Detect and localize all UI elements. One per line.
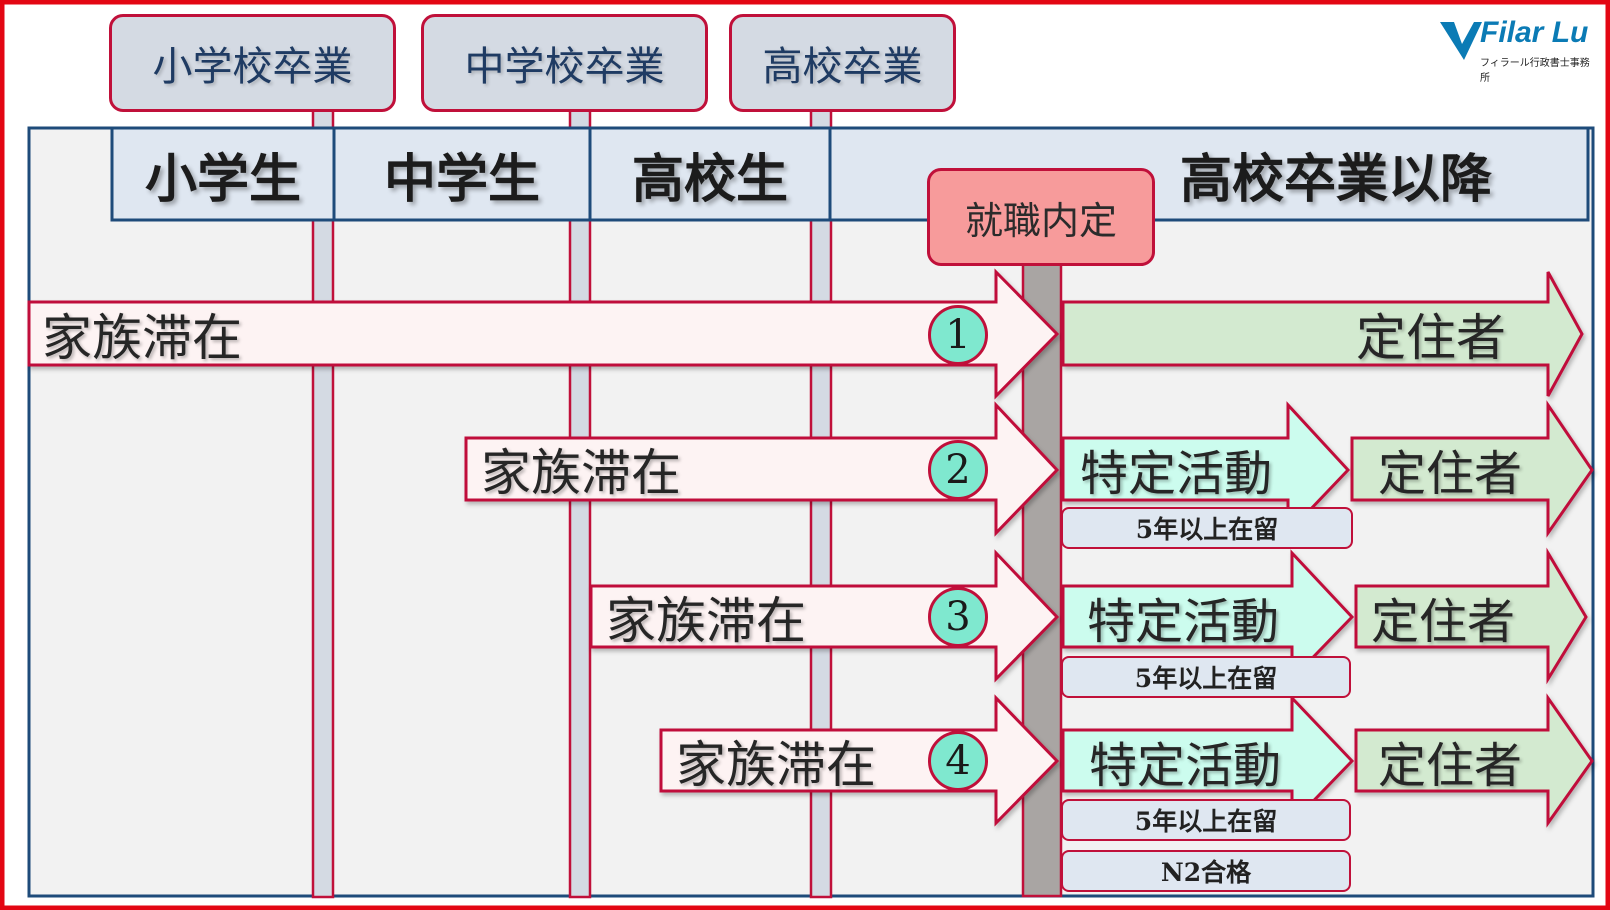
logo-name: Filar Lu — [1480, 16, 1589, 49]
row2-mid-arrow — [1061, 401, 1351, 537]
row3-status-arrow — [589, 549, 1060, 683]
row2-number: 2 — [928, 440, 988, 500]
graduation-high: 高校卒業 — [729, 14, 956, 112]
row1-status-label: 家族滞在 — [42, 309, 242, 367]
row4-status-label: 家族滞在 — [676, 736, 876, 794]
row2-next-arrow — [1350, 400, 1594, 538]
row2-mid-label: 特定活動 — [1080, 446, 1273, 502]
row4-mid-arrow — [1061, 694, 1355, 827]
row3-mid-label: 特定活動 — [1087, 594, 1280, 650]
row4-next-arrow — [1354, 693, 1594, 828]
row3-condition-stay: 5年以上在留 — [1061, 656, 1351, 698]
row2-condition-stay: 5年以上在留 — [1061, 507, 1353, 549]
row3-next-label: 定住者 — [1371, 594, 1516, 650]
graduation-junior: 中学校卒業 — [421, 14, 708, 112]
row1-status-arrow — [27, 268, 1060, 400]
stage-elementary: 小学生 — [144, 149, 301, 210]
stage-junior: 中学生 — [383, 149, 540, 210]
stage-high: 高校生 — [631, 149, 788, 210]
row4-next-label: 定住者 — [1378, 738, 1523, 794]
stage-cell-junior — [332, 126, 592, 222]
stage-after-graduation: 高校卒業以降 — [1180, 149, 1493, 210]
row1-next-label: 定住者 — [1356, 309, 1506, 367]
row4-condition-stay: 5年以上在留 — [1061, 799, 1351, 841]
row2-status-arrow — [464, 401, 1060, 537]
row3-number: 3 — [928, 587, 988, 647]
row3-mid-arrow — [1061, 549, 1355, 683]
row1-number: 1 — [928, 305, 988, 365]
graduation-elementary: 小学校卒業 — [109, 14, 396, 112]
row4-number: 4 — [928, 731, 988, 791]
logo-mark — [1440, 22, 1482, 60]
logo: Filar Lu フィラール行政書士事務所 — [1436, 14, 1596, 84]
row4-status-arrow — [659, 694, 1060, 827]
stage-cell-high — [588, 126, 832, 222]
row1-next-arrow — [1061, 271, 1584, 397]
row3-next-arrow — [1354, 547, 1588, 685]
row2-next-label: 定住者 — [1378, 446, 1523, 502]
row4-mid-label: 特定活動 — [1089, 738, 1282, 794]
row4-condition-n2: N2合格 — [1061, 850, 1351, 892]
row3-status-label: 家族滞在 — [606, 592, 806, 650]
logo-subtitle: フィラール行政書士事務所 — [1480, 58, 1590, 84]
row2-status-label: 家族滞在 — [481, 444, 681, 502]
job-offer-label: 就職内定 — [927, 168, 1155, 266]
stage-cell-elementary — [110, 126, 336, 222]
